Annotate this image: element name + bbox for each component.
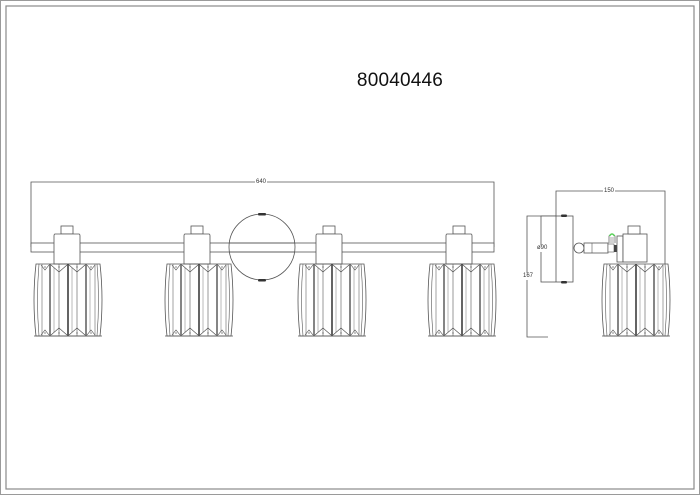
side-crystal-shade xyxy=(601,263,671,337)
side-view xyxy=(526,190,671,338)
spot-holder-1 xyxy=(53,225,81,265)
front-view xyxy=(30,181,497,337)
depth-dimension-label: 150 xyxy=(603,188,616,195)
crystal-shade-2 xyxy=(164,263,234,337)
crystal-shade-1 xyxy=(33,263,103,337)
height-dimension-label: 167 xyxy=(522,273,535,280)
crystal-shade-4 xyxy=(427,263,497,337)
mounting-bar xyxy=(30,242,495,253)
arm-joint xyxy=(573,242,585,254)
inner-border xyxy=(5,5,695,490)
crystal-shade-3 xyxy=(297,263,367,337)
arm xyxy=(583,242,609,254)
side-spot-holder xyxy=(622,233,648,263)
canopy-screw-top xyxy=(258,213,266,216)
canopy-screw-bottom xyxy=(258,279,266,282)
product-code: 80040446 xyxy=(356,70,444,91)
width-dimension-label: 640 xyxy=(255,179,268,186)
diameter-label: ø90 xyxy=(536,245,549,252)
spot-holder-4 xyxy=(445,225,473,265)
spot-holder-2 xyxy=(183,225,211,265)
spot-holder-3 xyxy=(315,225,343,265)
